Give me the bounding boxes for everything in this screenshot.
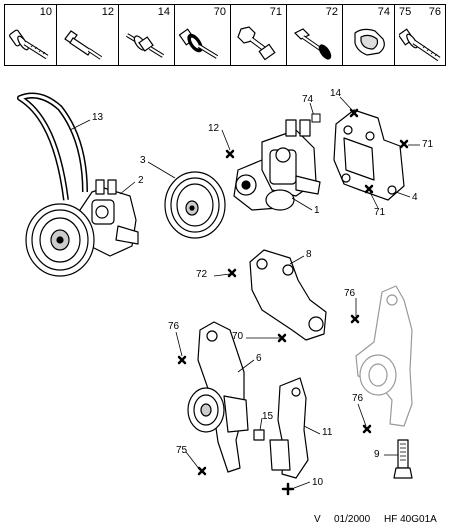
callout-12: 12 [208, 123, 220, 134]
hardware-ref: 14 [157, 6, 170, 18]
callout-15: 15 [262, 411, 274, 422]
callout-8: 8 [306, 249, 312, 260]
fastener-cross [349, 108, 359, 118]
footer-date: 01/2000 [334, 514, 371, 525]
power-steering-pump [233, 119, 321, 211]
hardware-cell-10: 10 [5, 5, 57, 65]
hardware-ref: 75 [399, 6, 412, 18]
fastener-cross [364, 184, 374, 194]
callout-72: 72 [196, 269, 208, 280]
fastener-cross [177, 355, 187, 365]
hex-bolt-icon [235, 21, 279, 63]
hardware-ref: 12 [101, 6, 114, 18]
callout-13: 13 [92, 112, 104, 123]
callout-76-right-top: 76 [344, 288, 356, 299]
fastener-cross [281, 482, 295, 496]
fastener-cross [277, 333, 287, 343]
callout-9: 9 [374, 449, 380, 460]
callout-4: 4 [412, 192, 418, 203]
fastener-cross [350, 314, 360, 324]
pulley [164, 171, 226, 239]
callout-76-left: 76 [168, 321, 180, 332]
mounting-bracket-8 [249, 249, 327, 341]
hardware-cell-71: 71 [231, 5, 287, 65]
fastener-markers [177, 108, 409, 496]
flange-bolt-icon [9, 21, 53, 63]
hardware-ref: 76 [428, 6, 441, 18]
hardware-cell-12: 12 [57, 5, 119, 65]
fastener-cross [399, 139, 409, 149]
callout-71-top: 71 [422, 139, 434, 150]
mounting-bracket-11 [269, 377, 309, 479]
callout-75: 75 [176, 445, 188, 456]
stud-bolt-icon [123, 21, 167, 63]
drive-belt [17, 92, 88, 201]
hardware-ref: 72 [325, 6, 338, 18]
long-bolt-icon [397, 21, 443, 63]
hardware-ref: 71 [269, 6, 282, 18]
mounting-bracket-4 [333, 109, 405, 201]
hardware-cell-70: 70 [175, 5, 231, 65]
flange-screw-icon [291, 21, 335, 63]
belt-tensioner [187, 321, 249, 473]
callout-10: 10 [312, 477, 324, 488]
leader-lines [69, 96, 420, 489]
tag-74-part [311, 113, 321, 123]
hardware-cell-75-76: 75 76 [395, 5, 445, 65]
shoulder-bolt-icon [61, 21, 105, 63]
tensioner-bolt [393, 439, 413, 479]
hardware-legend: 10 12 [4, 4, 446, 66]
hardware-cell-14: 14 [119, 5, 175, 65]
clip-icon [347, 21, 391, 63]
callout-74: 74 [302, 94, 314, 105]
pump-assembly-left [25, 179, 139, 277]
callout-2: 2 [138, 175, 144, 186]
bolt-with-washer-icon [178, 21, 223, 63]
footer-version: V [314, 514, 321, 525]
callout-3: 3 [140, 155, 146, 166]
fastener-cross [197, 466, 207, 476]
callout-14: 14 [330, 88, 342, 99]
hardware-ref: 10 [39, 6, 52, 18]
alternate-tensioner [355, 285, 413, 427]
callout-1: 1 [314, 205, 320, 216]
hardware-ref: 70 [213, 6, 226, 18]
callout-76-right-bottom: 76 [352, 393, 364, 404]
callout-70: 70 [232, 331, 244, 342]
footer-code: HF 40G01A [384, 514, 437, 525]
callout-71-bottom: 71 [374, 207, 386, 218]
hardware-cell-72: 72 [287, 5, 343, 65]
spacer [253, 429, 265, 441]
hardware-ref-pair: 75 76 [395, 6, 445, 18]
fastener-cross [362, 424, 372, 434]
fastener-cross [225, 149, 235, 159]
hardware-ref: 74 [377, 6, 390, 18]
callout-6: 6 [256, 353, 262, 364]
fastener-cross [227, 268, 237, 278]
callout-11: 11 [322, 427, 333, 438]
hardware-cell-74: 74 [343, 5, 395, 65]
